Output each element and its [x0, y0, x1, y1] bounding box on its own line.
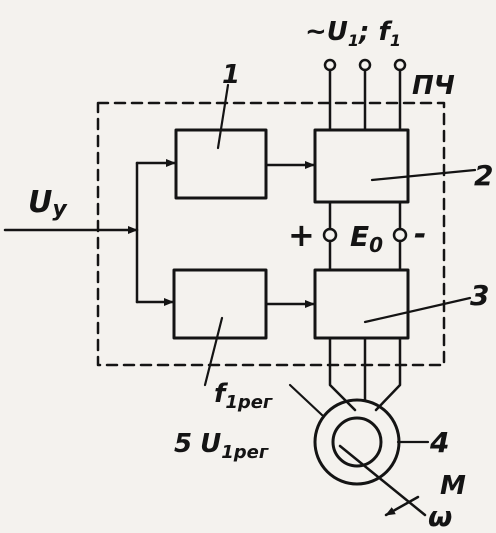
leader-regulator [288, 383, 324, 417]
rotation-arrow [384, 495, 420, 517]
supply-label: ~U1; f1 [305, 17, 401, 50]
speed-label: ω [428, 500, 452, 533]
torque-label: M [440, 471, 466, 501]
dc-plus-label: + [288, 216, 315, 254]
leader-2 [370, 168, 477, 182]
block-2 [313, 128, 410, 204]
supply-terminal-2[interactable] [358, 58, 372, 72]
leader-1 [216, 83, 230, 150]
supply-terminal-1[interactable] [323, 58, 337, 72]
motor-phase-3 [374, 336, 402, 412]
dc-link-terminal-plus[interactable] [322, 227, 338, 243]
motor-shaft-arrow [338, 444, 427, 517]
leader-3 [363, 296, 472, 324]
leader-5 [203, 316, 224, 387]
block-1-number: 1 [222, 60, 240, 90]
block-2-number: 2 [474, 159, 493, 192]
block-1 [174, 128, 268, 200]
frequency-setpoint-label: f1рег [214, 379, 273, 413]
motor-outer [313, 398, 401, 486]
supply-terminal-3[interactable] [393, 58, 407, 72]
converter-enclosure [96, 101, 446, 367]
block-4-number: 4 [429, 426, 449, 459]
dc-voltage-label: E0 [350, 220, 383, 257]
block-3 [313, 268, 410, 340]
control-input-label: Uy [28, 185, 68, 222]
converter-label: ПЧ [412, 71, 455, 101]
dc-minus-label: - [414, 217, 426, 252]
dc-link-terminal-minus[interactable] [392, 227, 408, 243]
block-3-number: 3 [470, 279, 489, 312]
motor-inner [331, 416, 383, 468]
